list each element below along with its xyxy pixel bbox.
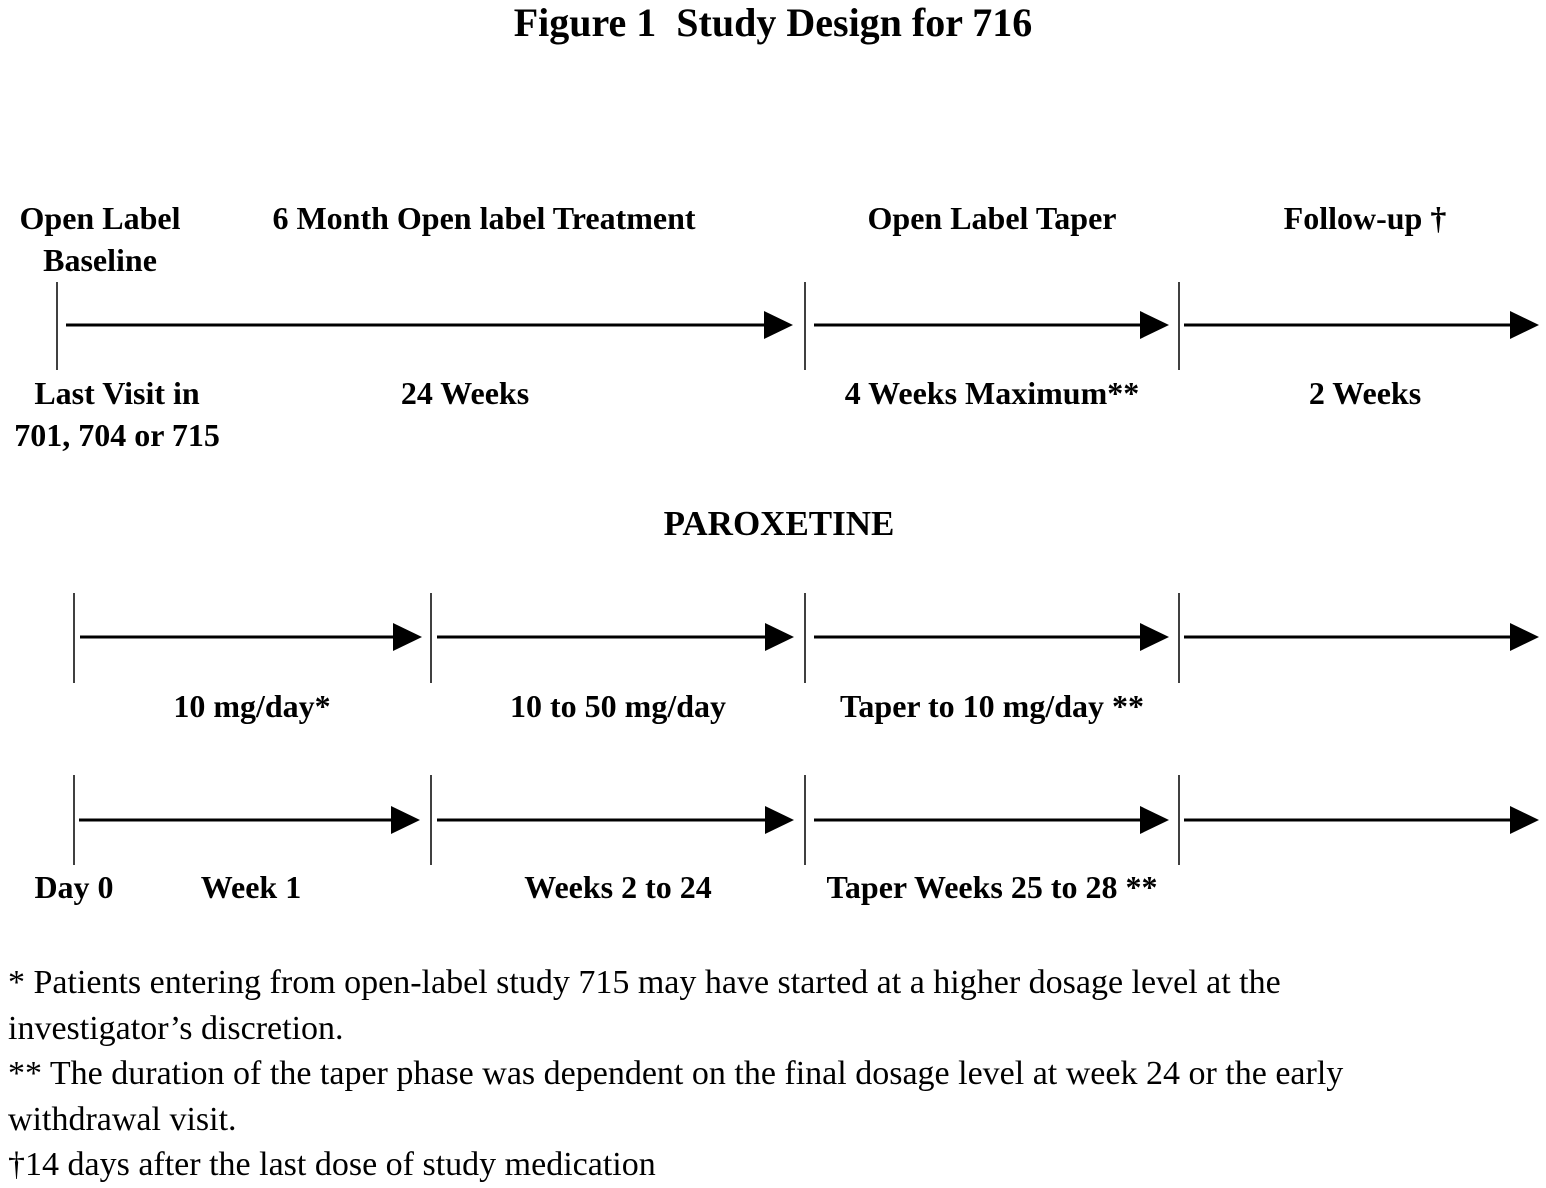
phase-timeline xyxy=(56,282,1539,370)
dose-label-taper: Taper to 10 mg/day ** xyxy=(839,688,1145,724)
arrow-head xyxy=(391,806,420,834)
timepoint-weeks2-24: Weeks 2 to 24 xyxy=(524,869,712,905)
arrow-head xyxy=(1510,623,1539,651)
arrow-head xyxy=(393,623,422,651)
phase-label-treatment: 6 Month Open label Treatment xyxy=(272,200,696,236)
duration-label-followup: 2 Weeks xyxy=(1308,375,1422,411)
duration-label-taper: 4 Weeks Maximum** xyxy=(844,375,1140,411)
phase-label-followup: Follow-up † xyxy=(1283,200,1447,236)
footnote-3: †14 days after the last dose of study me… xyxy=(8,1146,656,1183)
arrow-head xyxy=(764,311,793,339)
duration-label-treatment: 24 Weeks xyxy=(400,375,530,411)
arrow-head xyxy=(1140,311,1169,339)
phase-label-taper: Open Label Taper xyxy=(867,200,1117,236)
drug-name: PAROXETINE xyxy=(663,504,895,543)
arrow-head xyxy=(1140,806,1169,834)
dose-label-weeks2-24: 10 to 50 mg/day xyxy=(510,688,726,724)
footnote-1-cont: investigator’s discretion. xyxy=(8,1010,344,1047)
footnote-1: * Patients entering from open-label stud… xyxy=(8,964,1281,1001)
dose-timeline xyxy=(73,593,1539,683)
figure-title: Figure 1 Study Design for 716 xyxy=(513,0,1033,45)
duration-label-last-visit-line2: 701, 704 or 715 xyxy=(14,417,220,453)
duration-label-last-visit: Last Visit in xyxy=(34,375,200,411)
phase-label-baseline: Open Label xyxy=(19,200,181,236)
arrow-head xyxy=(1510,806,1539,834)
arrow-head xyxy=(1510,311,1539,339)
footnote-2: ** The duration of the taper phase was d… xyxy=(8,1055,1344,1092)
phase-label-baseline-line2: Baseline xyxy=(43,242,157,278)
dose-label-week1: 10 mg/day* xyxy=(173,688,331,724)
arrow-head xyxy=(1140,623,1169,651)
timepoint-week1: Week 1 xyxy=(200,869,302,905)
timepoint-day0: Day 0 xyxy=(34,869,114,905)
footnote-2-cont: withdrawal visit. xyxy=(8,1101,237,1138)
arrow-head xyxy=(765,806,794,834)
week-timeline xyxy=(73,775,1539,865)
arrow-head xyxy=(765,623,794,651)
timepoint-taper: Taper Weeks 25 to 28 ** xyxy=(826,869,1158,905)
